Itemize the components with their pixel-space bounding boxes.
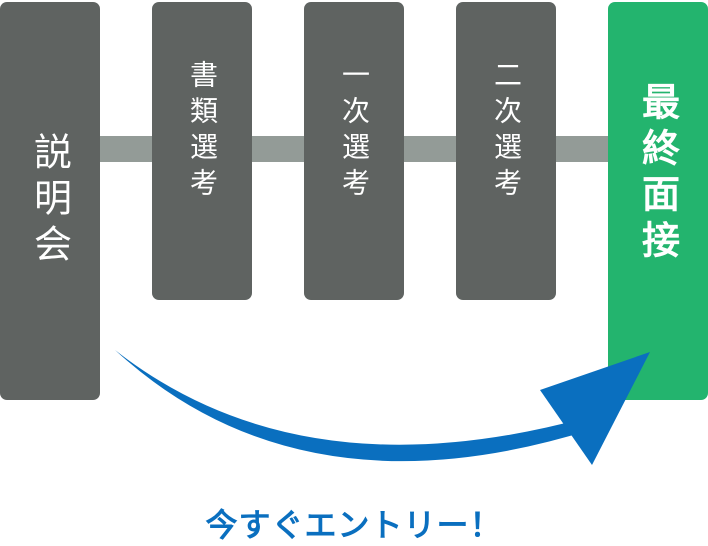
step-label: 最終面接 (635, 82, 680, 266)
step-first-interview: 一次選考 (304, 2, 404, 300)
step-label: 書類選考 (186, 60, 219, 204)
step-label: 一次選考 (338, 60, 371, 204)
step-second-interview: 二次選考 (456, 2, 556, 300)
step-briefing: 説明会 (0, 2, 100, 400)
step-document-screening: 書類選考 (152, 2, 252, 300)
step-final-interview: 最終面接 (608, 2, 708, 400)
entry-cta-link[interactable]: 今すぐエントリー！ (205, 506, 503, 544)
step-label: 説明会 (27, 132, 72, 270)
step-label: 二次選考 (490, 60, 523, 204)
